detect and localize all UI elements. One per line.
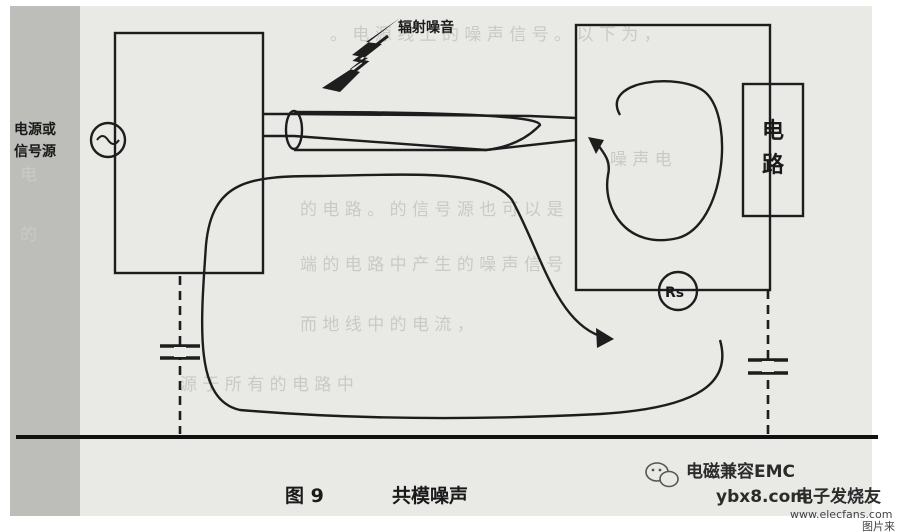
svg-text:的 电 路 。 的 信 号 源 也 可 以 是: 的 电 路 。 的 信 号 源 也 可 以 是 bbox=[300, 200, 563, 220]
source-label-line1: 电源或 bbox=[14, 121, 56, 138]
common-mode-arrowhead bbox=[596, 328, 614, 348]
cable-conductor-top bbox=[263, 112, 577, 120]
wechat-icon bbox=[645, 462, 679, 488]
source-box bbox=[113, 31, 265, 275]
svg-text:端 的 电 路 中 产 生 的 噪 声 信 号: 端 的 电 路 中 产 生 的 噪 声 信 号 bbox=[300, 255, 563, 275]
caption-title: 共模噪声 bbox=[392, 484, 468, 507]
cable-conductor-bottom bbox=[263, 134, 577, 152]
site-url-watermark: www.elecfans.com bbox=[790, 508, 892, 521]
svg-text:源 于 所 有 的 电 路 中: 源 于 所 有 的 电 路 中 bbox=[180, 375, 354, 395]
background-texture: 。 电 源 线 上 的 噪 声 信 号 。 以 下 为 ， 噪 声 电 的 电 … bbox=[20, 25, 672, 395]
load-resistor bbox=[657, 270, 699, 312]
scan-shadow bbox=[10, 6, 80, 516]
cable-end bbox=[284, 109, 304, 151]
lightning-icon-secondary bbox=[335, 34, 389, 88]
left-stray-capacitor bbox=[160, 344, 200, 360]
svg-text:而 地 线 中 的 电 流 ，: 而 地 线 中 的 电 流 ， bbox=[300, 315, 474, 335]
site-brand-watermark: 电子发烧友 bbox=[796, 486, 881, 507]
svg-text:的: 的 bbox=[20, 225, 37, 245]
circuit-block bbox=[741, 82, 805, 218]
site-name-watermark: ybx8.com bbox=[716, 487, 808, 507]
corner-watermark: 图片来 bbox=[862, 520, 895, 532]
caption-number: 图 9 bbox=[285, 485, 324, 507]
source-label-line2: 信号源 bbox=[14, 143, 56, 160]
svg-text:。 电 源 线 上 的 噪 声 信 号 。 以 下 为 ，: 。 电 源 线 上 的 噪 声 信 号 。 以 下 为 ， bbox=[330, 25, 661, 45]
internal-loop-arrowhead bbox=[588, 137, 604, 154]
svg-text:电: 电 bbox=[20, 165, 37, 185]
internal-loop bbox=[593, 80, 724, 242]
radiated-noise-label: 辐射噪音 bbox=[398, 19, 454, 36]
paper-background bbox=[10, 6, 872, 516]
load-resistor-label: Rs bbox=[665, 285, 684, 301]
ac-source-wave bbox=[96, 135, 120, 145]
ac-source-icon bbox=[89, 121, 127, 159]
cable-shield bbox=[293, 110, 542, 152]
wechat-account-watermark: 电磁兼容EMC bbox=[686, 461, 795, 482]
circuit-label-line2: 路 bbox=[762, 152, 785, 178]
right-stray-capacitor bbox=[748, 358, 788, 375]
circuit-label-line1: 电 bbox=[762, 119, 784, 144]
common-mode-current-path bbox=[200, 173, 724, 420]
load-box bbox=[574, 23, 772, 292]
svg-text:噪 声 电: 噪 声 电 bbox=[610, 150, 672, 170]
